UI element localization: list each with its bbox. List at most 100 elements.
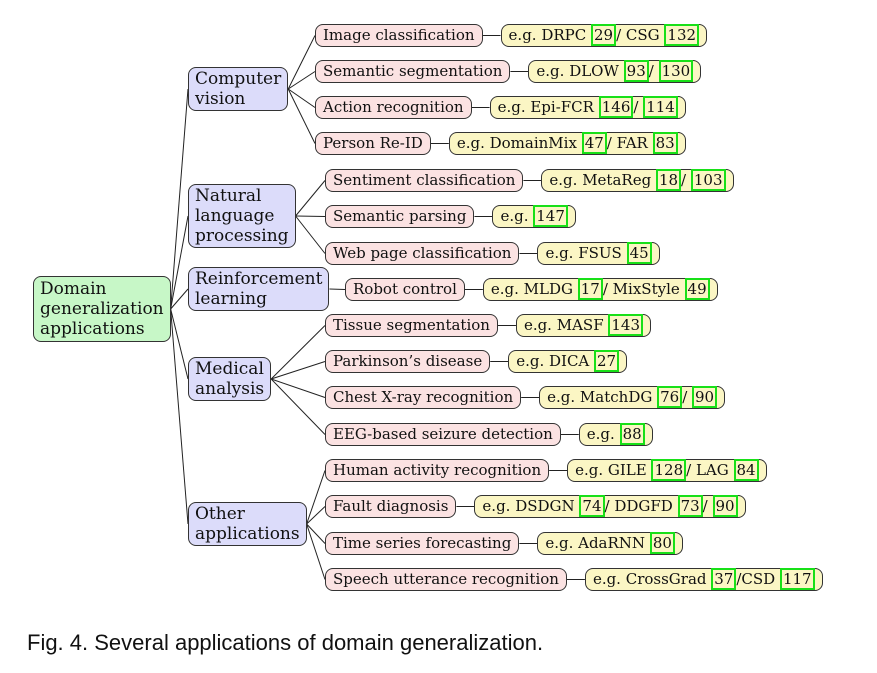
application-node: Person Re-ID — [315, 132, 431, 155]
example-text: e.g. FSUS — [545, 244, 627, 262]
application-node: Robot control — [345, 278, 465, 301]
root-edge — [170, 215, 189, 310]
example-node: e.g. DICA 27 — [508, 350, 628, 373]
example-node: e.g. AdaRNN 80 — [537, 532, 683, 555]
root-edge — [170, 88, 189, 310]
application-node: Web page classification — [325, 242, 520, 265]
application-label: Tissue segmentation — [333, 316, 490, 334]
application-node: Action recognition — [315, 96, 472, 119]
application-label: Chest X-ray recognition — [333, 388, 514, 406]
application-label: Time series forecasting — [333, 534, 512, 552]
reference-link: 84 — [733, 459, 759, 481]
example-text: e.g. MASF — [523, 316, 609, 334]
category-edge — [287, 35, 316, 90]
reference-link: 114 — [643, 96, 678, 118]
label-line: Other — [195, 504, 245, 524]
label-line: processing — [195, 226, 289, 246]
label-line: Natural — [195, 186, 262, 206]
label-line: learning — [195, 289, 267, 309]
label-line: Medical — [195, 359, 264, 379]
example-node: e.g. DSDGN 74/ DDGFD 73/ 90 — [474, 495, 746, 518]
example-text: e.g. MatchDG — [547, 388, 658, 406]
category-edge — [306, 470, 326, 525]
application-node: Image classification — [315, 24, 483, 47]
category-edge — [295, 215, 326, 217]
application-label: Semantic parsing — [333, 207, 467, 225]
example-node: e.g. Epi-FCR 146/ 114 — [489, 96, 686, 119]
reference-link: 83 — [652, 132, 678, 154]
label-line: applications — [40, 319, 145, 339]
example-node: e.g. MetaReg 18/ 103 — [541, 169, 734, 192]
label-line: Computer — [195, 69, 282, 89]
category-edge — [287, 88, 316, 144]
category-edge — [271, 361, 326, 380]
application-node: Semantic segmentation — [315, 60, 511, 83]
application-node: Sentiment classification — [325, 169, 524, 192]
reference-link: 117 — [779, 568, 815, 590]
application-node: EEG-based seizure detection — [325, 423, 561, 446]
reference-link: 90 — [712, 495, 738, 517]
category-edge — [329, 288, 346, 290]
label-line: analysis — [195, 379, 265, 399]
example-text: e.g. MLDG — [490, 280, 578, 298]
category-edge — [306, 506, 326, 525]
example-text: e.g. DRPC — [508, 26, 591, 44]
example-node: e.g. MLDG 17/ MixStyle 49 — [482, 278, 718, 301]
category-edge — [270, 378, 326, 398]
label-line: vision — [195, 89, 246, 109]
category-edge — [287, 88, 316, 108]
example-node: e.g. FSUS 45 — [537, 242, 660, 265]
reference-link: 80 — [649, 532, 675, 554]
label-line: Domain — [40, 279, 107, 299]
example-text: / DDGFD — [604, 497, 678, 515]
application-label: EEG-based seizure detection — [333, 425, 553, 443]
example-node: e.g. 147 — [492, 205, 576, 228]
example-text: / — [681, 171, 691, 189]
reference-link: 130 — [658, 60, 694, 82]
category-edge — [270, 325, 326, 380]
example-node: e.g. DomainMix 47/ FAR 83 — [448, 132, 686, 155]
label-line: applications — [195, 524, 300, 544]
example-text: e.g. — [586, 425, 620, 443]
application-label: Semantic segmentation — [323, 62, 503, 80]
example-text: e.g. DomainMix — [456, 134, 582, 152]
reference-link: 90 — [692, 386, 718, 408]
example-text: e.g. MetaReg — [549, 171, 656, 189]
example-text: /CSD — [736, 570, 780, 588]
reference-link: 45 — [626, 242, 652, 264]
example-text: e.g. CrossGrad — [592, 570, 712, 588]
label-line: generalization — [40, 299, 164, 319]
example-node: e.g. 88 — [578, 423, 653, 446]
example-text: e.g. AdaRNN — [545, 534, 650, 552]
example-text: e.g. Epi-FCR — [497, 98, 599, 116]
application-label: Human activity recognition — [333, 461, 542, 479]
reference-link: 146 — [598, 96, 634, 118]
root-edge — [170, 308, 189, 380]
application-label: Parkinson’s disease — [333, 352, 483, 370]
reference-link: 47 — [581, 132, 607, 154]
reference-link: 76 — [657, 386, 683, 408]
reference-link: 88 — [619, 423, 645, 445]
label-line: Reinforcement — [195, 269, 323, 289]
application-label: Sentiment classification — [333, 171, 516, 189]
application-node: Chest X-ray recognition — [325, 386, 522, 409]
category-edge — [306, 523, 326, 544]
reference-link: 27 — [594, 350, 620, 372]
reference-link: 74 — [579, 495, 605, 517]
example-text: / — [682, 388, 693, 406]
example-text: / — [633, 98, 644, 116]
application-node: Human activity recognition — [325, 459, 550, 482]
example-text: / CSG — [616, 26, 665, 44]
root-edge — [170, 288, 189, 310]
example-text: e.g. DSDGN — [482, 497, 580, 515]
reference-link: 147 — [533, 205, 568, 227]
example-text: e.g. DLOW — [536, 62, 624, 80]
example-node: e.g. MASF 143 — [515, 314, 652, 337]
category-edge — [295, 215, 326, 254]
reference-link: 29 — [591, 24, 617, 46]
